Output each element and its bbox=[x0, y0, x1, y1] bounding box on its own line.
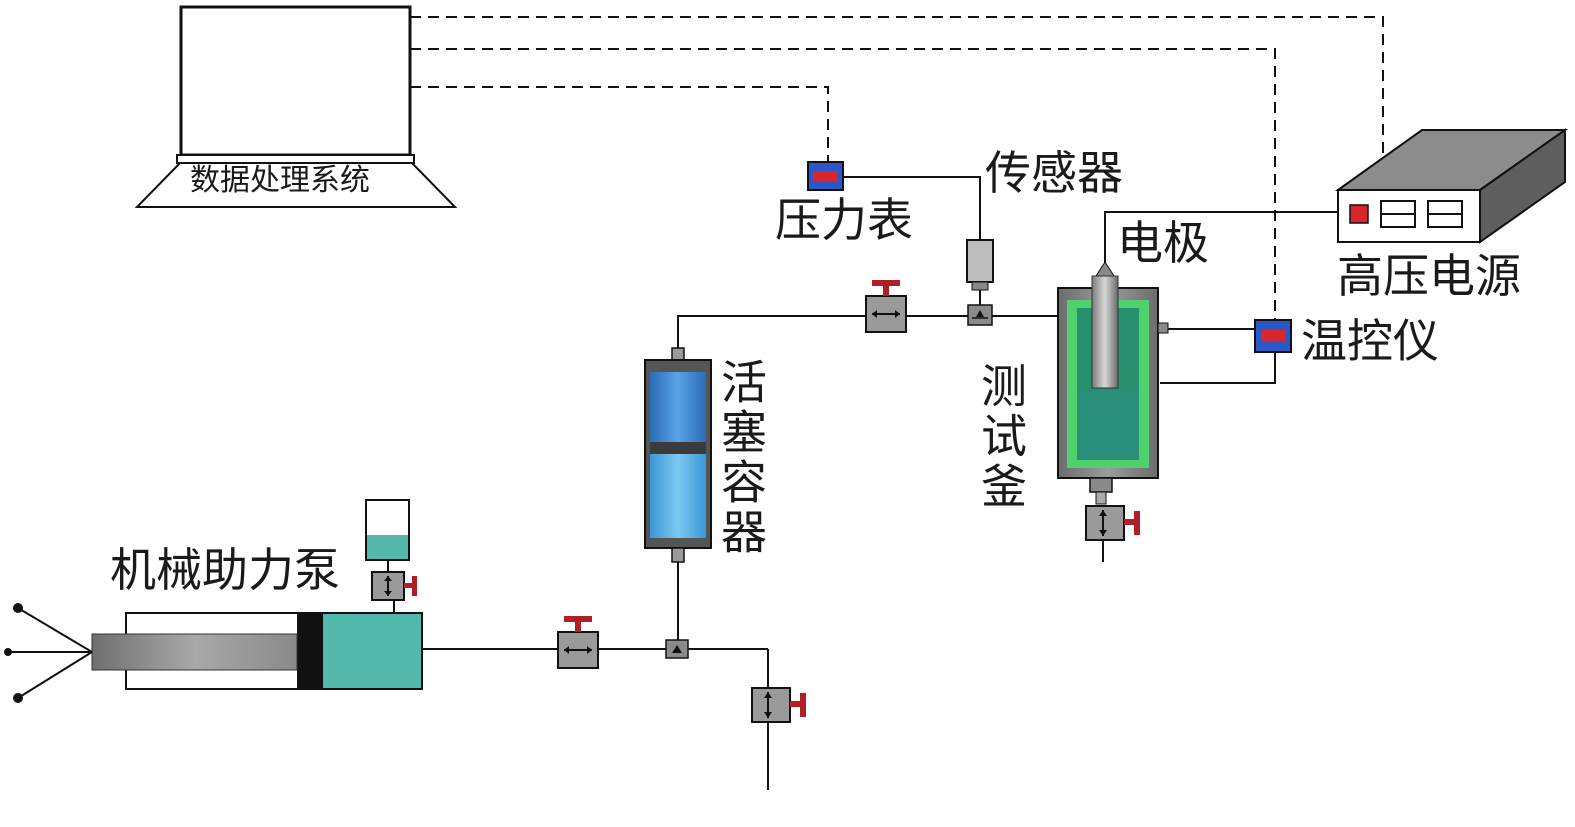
label-pressure-gauge: 压力表 bbox=[775, 193, 913, 247]
pump-piston-head bbox=[297, 613, 322, 689]
tee-junction-lower bbox=[665, 639, 689, 659]
kettle-liquid bbox=[1077, 390, 1139, 460]
hv-power-supply bbox=[1334, 128, 1569, 244]
wire-electrode-hv bbox=[1104, 211, 1340, 265]
pipe-main-upper bbox=[677, 315, 1060, 350]
piston-lower-chamber bbox=[650, 454, 706, 538]
valve-upper-line[interactable] bbox=[865, 280, 907, 333]
piston-container bbox=[644, 347, 712, 563]
reservoir-beaker bbox=[365, 499, 410, 561]
valve-kettle-bottom[interactable] bbox=[1085, 505, 1140, 541]
signal-line-pressure-gauge bbox=[410, 86, 829, 162]
pipe-gauge-sensor bbox=[843, 176, 981, 240]
valve-drain[interactable] bbox=[751, 687, 806, 723]
label-temperature-controller: 温控仪 bbox=[1301, 314, 1439, 368]
signal-line-hv-power bbox=[410, 16, 1384, 160]
laptop-base bbox=[134, 162, 458, 208]
pump-liquid-chamber bbox=[321, 612, 423, 690]
label-sensor: 传感器 bbox=[985, 146, 1123, 200]
laptop-screen bbox=[179, 5, 412, 157]
label-piston-container: 活塞容器 bbox=[714, 358, 768, 558]
mechanical-pump bbox=[4, 603, 423, 703]
tee-junction-upper bbox=[967, 304, 993, 326]
temperature-controller-icon bbox=[1254, 319, 1292, 353]
laptop-computer bbox=[134, 5, 458, 208]
valve-pump-line[interactable] bbox=[557, 616, 599, 669]
signal-lines bbox=[410, 16, 1384, 320]
hv-power-indicator bbox=[1349, 204, 1369, 224]
pump-handle bbox=[4, 603, 93, 703]
label-mechanical-pump: 机械助力泵 bbox=[110, 543, 340, 597]
wire-kettle-temp-lower bbox=[1160, 352, 1276, 384]
pressure-gauge-icon bbox=[807, 161, 844, 191]
signal-line-temp-controller bbox=[410, 48, 1276, 320]
label-electrode: 电极 bbox=[1117, 216, 1209, 270]
pump-plunger-rod bbox=[91, 633, 298, 671]
electrode bbox=[1091, 261, 1119, 389]
piston-disc bbox=[650, 442, 706, 454]
label-test-kettle: 测试釜 bbox=[974, 362, 1028, 512]
valve-reservoir[interactable] bbox=[371, 571, 417, 601]
label-hv-power: 高压电源 bbox=[1337, 249, 1521, 303]
pressure-sensor bbox=[966, 239, 994, 291]
piston-upper-chamber bbox=[650, 372, 706, 442]
label-data-processing-system: 数据处理系统 bbox=[190, 163, 370, 198]
